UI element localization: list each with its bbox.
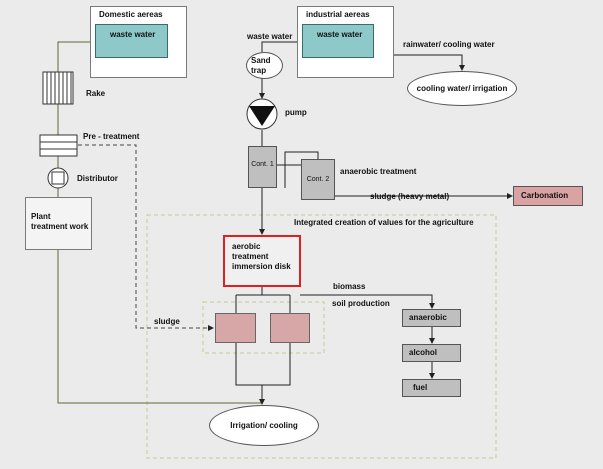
biomass-line	[300, 294, 435, 309]
soil-production-label: soil production	[332, 299, 392, 309]
pump-icon	[246, 98, 278, 130]
alcohol-label: alcohol	[409, 348, 438, 357]
fuel-box: fuel	[402, 379, 461, 397]
cont2-box: Cont. 2	[301, 159, 335, 200]
pretreatment-icon	[39, 134, 78, 157]
soil-box-left	[215, 313, 256, 343]
soil-to-irrigation	[235, 343, 291, 386]
sludge-dashed-line	[78, 144, 214, 331]
soil-box-right	[270, 313, 310, 343]
fuel-label: fuel	[413, 383, 428, 392]
pump-label: pump	[285, 108, 307, 117]
alcohol-box: alcohol	[402, 344, 461, 362]
cont2-to-cont1-return	[284, 151, 319, 188]
aerobic-treatment-label: aerobic treatment immersion disk	[232, 242, 291, 271]
rake-icon	[42, 71, 74, 105]
rainwater-line	[374, 54, 465, 71]
sand-trap-label: Sand trap	[251, 55, 271, 75]
cont1-box: Cont. 1	[248, 146, 277, 188]
industrial-flow-line	[261, 41, 302, 52]
cont2-label: Cont. 2	[306, 176, 330, 183]
cooling-water-irrigation-oval: cooling water/ irrigation	[407, 71, 517, 106]
sand-trap-oval: Sand trap	[246, 52, 283, 79]
domestic-flow-line	[57, 41, 95, 72]
distributor-label: Distributor	[77, 174, 118, 183]
rainwater-label: rainwater/ cooling water	[403, 40, 495, 49]
anaerobic-box: anaerobic	[402, 309, 461, 327]
integrated-region-border	[146, 214, 497, 459]
industrial-waste-water-box: waste water	[302, 24, 374, 58]
aerobic-treatment-box: aerobic treatment immersion disk	[223, 235, 301, 287]
domestic-area-label: Domestic aereas	[99, 10, 163, 19]
sludge-label: sludge	[154, 317, 180, 326]
biomass-label: biomass	[333, 282, 366, 291]
carbonation-label: Carbonation	[521, 191, 569, 200]
plant-to-irrigation-line	[57, 250, 262, 404]
cont1-label: Cont. 1	[251, 161, 274, 168]
anaerobic-label: anaerobic	[409, 313, 447, 322]
plant-treatment-box: Plant treatment work	[25, 197, 92, 250]
soil-production-text: soil production	[332, 299, 390, 308]
irrigation-cooling-oval: Irrigation/ cooling	[209, 405, 319, 446]
domestic-waste-water-box: waste water	[95, 24, 168, 58]
pretreatment-label: Pre - treatment	[83, 132, 140, 141]
waste-water-inflow-label: waste water	[247, 32, 293, 41]
sludge-heavy-metal-label: sludge (heavy metal)	[370, 192, 450, 201]
distributor-icon	[47, 167, 69, 189]
carbonation-box: Carbonation	[513, 186, 583, 206]
anaerobic-treatment-label: anaerobic treatment	[340, 167, 417, 176]
integrated-region-label: Integrated creation of values for the ag…	[294, 218, 474, 227]
rake-label: Rake	[86, 89, 106, 98]
plant-treatment-label: Plant treatment work	[31, 212, 89, 231]
industrial-area-label: industrial aereas	[306, 10, 370, 19]
